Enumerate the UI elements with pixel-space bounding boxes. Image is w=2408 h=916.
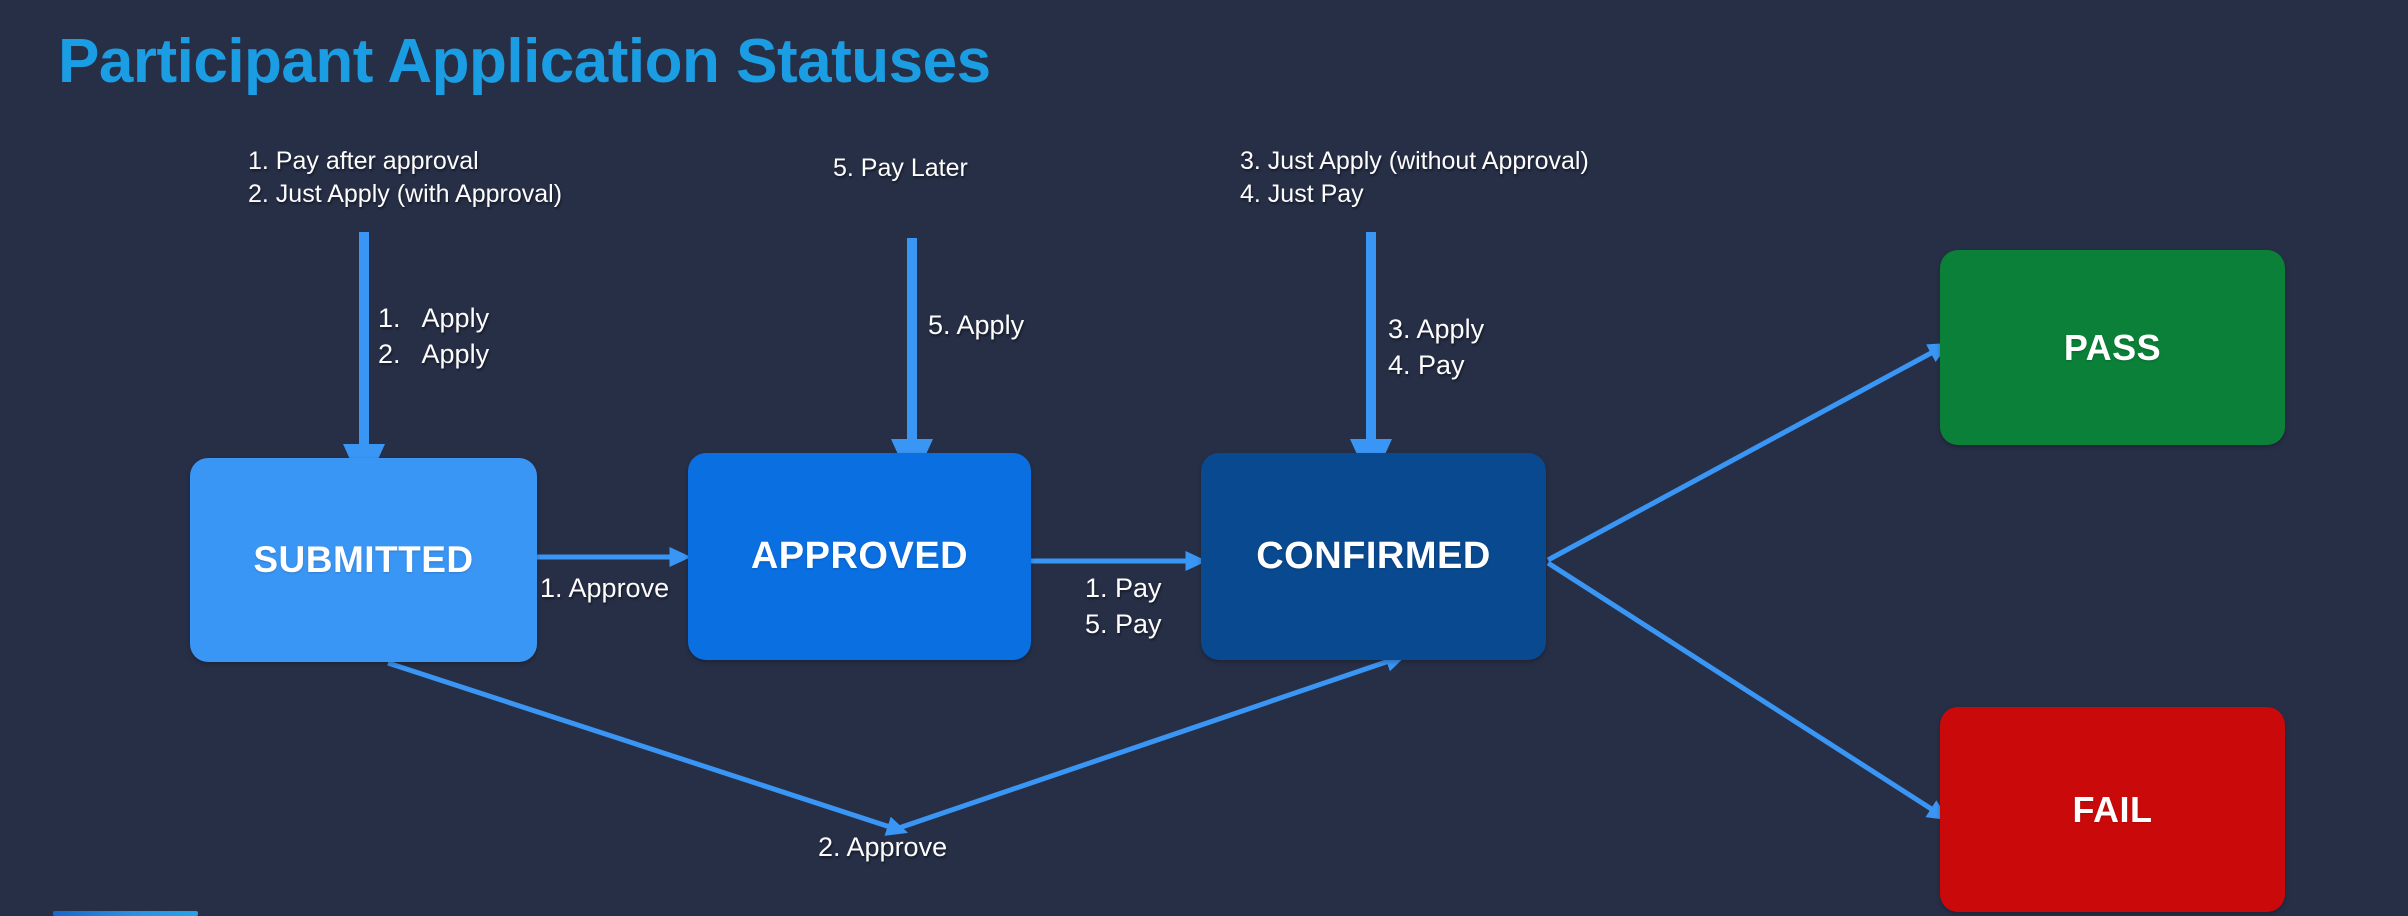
status-node-confirmed[interactable]: CONFIRMED [1201,453,1546,660]
status-node-submitted[interactable]: SUBMITTED [190,458,537,662]
page-title: Participant Application Statuses [58,27,991,96]
note-submitted-entry: 1. Pay after approval 2. Just Apply (wit… [248,147,563,208]
edge-label-apply-submitted: 1. Apply 2. Apply [378,303,490,370]
edge-label-apply-pay: 3. Apply 4. Pay [1388,314,1485,381]
edge-label-approve-2: 2. Approve [818,832,948,862]
note-pay-later: 5. Pay Later [833,154,968,182]
note-confirmed-entry: 3. Just Apply (without Approval) 4. Just… [1240,147,1589,208]
arrow-submitted-to-vertex [387,660,909,836]
edge-label-apply-later: 5. Apply [928,310,1025,340]
bottom-progress-bar [53,911,198,916]
edge-label-pay-1-5: 1. Pay 5. Pay [1085,573,1162,640]
status-node-approved[interactable]: APPROVED [688,453,1031,660]
arrow-vertex-to-confirmed [892,652,1407,833]
arrow-confirmed-to-pass [1546,342,1950,563]
arrow-confirmed-to-fail [1546,560,1949,821]
edge-label-approve-1: 1. Approve [540,573,670,603]
status-node-fail[interactable]: FAIL [1940,707,2285,912]
status-node-pass[interactable]: PASS [1940,250,2285,445]
